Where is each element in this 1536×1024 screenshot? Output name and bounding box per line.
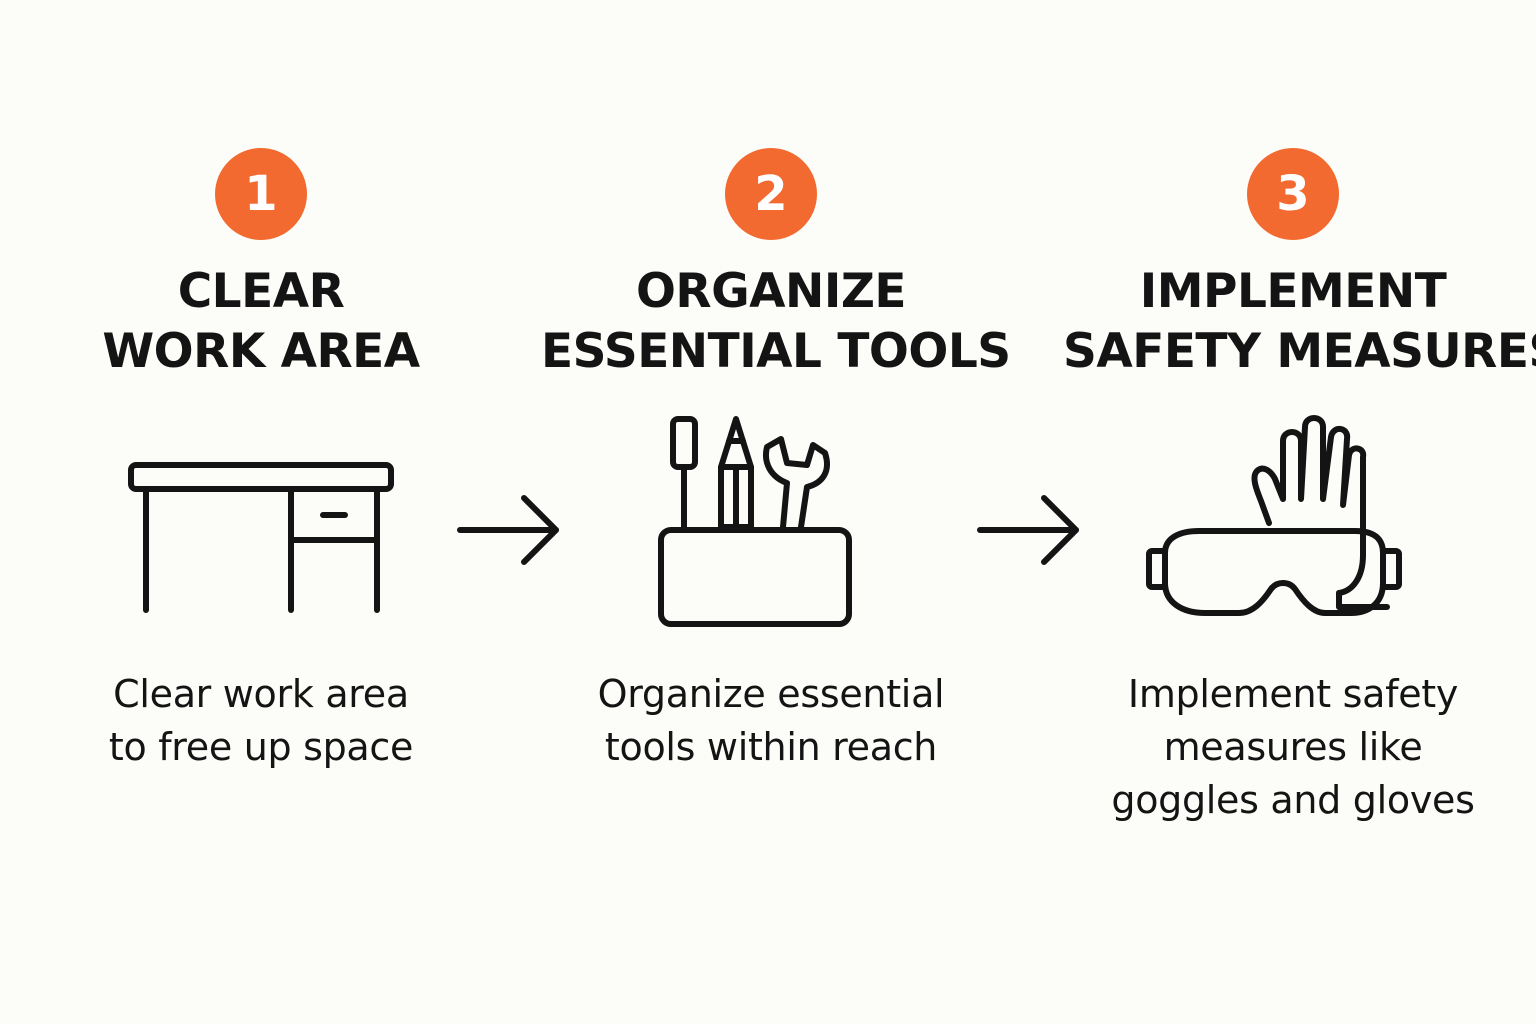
tool-holder-icon: [658, 416, 852, 627]
step-implement-safety-measures: 3 IMPLEMENT SAFETY MEASURES Implement sa…: [1063, 0, 1536, 1024]
step-title-line: SAFETY MEASURES: [1063, 324, 1536, 379]
step-description-line: Clear work area: [113, 672, 409, 716]
step-title-line: ESSENTIAL TOOLS: [541, 324, 1011, 379]
step-clear-work-area: 1 CLEAR WORK AREA Clear work area to fre…: [31, 0, 491, 1024]
step-title-line: CLEAR: [177, 264, 345, 319]
step-description-line: Implement safety: [1127, 672, 1459, 716]
step-description-line: Organize essential: [597, 672, 945, 716]
desk-icon: [128, 462, 394, 613]
step-number-badge: 1: [215, 148, 307, 240]
step-description: Organize essential tools within reach: [541, 668, 1001, 774]
right-arrow-icon: [457, 495, 559, 565]
goggles-glove-icon: [1146, 415, 1402, 616]
step-title-line: IMPLEMENT: [1139, 264, 1447, 319]
step-organize-essential-tools: 2 ORGANIZE ESSENTIAL TOOLS Organize esse…: [541, 0, 1011, 1024]
step-number-badge: 3: [1247, 148, 1339, 240]
step-description-line: to free up space: [108, 725, 414, 769]
step-description: Clear work area to free up space: [31, 668, 491, 774]
step-description-line: goggles and gloves: [1111, 778, 1475, 822]
step-description-line: tools within reach: [604, 725, 938, 769]
step-title: CLEAR WORK AREA: [31, 262, 491, 382]
right-arrow-icon: [977, 495, 1079, 565]
step-description-line: measures like: [1163, 725, 1423, 769]
step-number-badge: 2: [725, 148, 817, 240]
step-title: ORGANIZE ESSENTIAL TOOLS: [541, 262, 1011, 382]
step-description: Implement safety measures like goggles a…: [1063, 668, 1523, 827]
step-title-line: WORK AREA: [102, 324, 420, 379]
step-title-line: ORGANIZE: [635, 264, 907, 319]
step-title: IMPLEMENT SAFETY MEASURES: [1063, 262, 1536, 382]
